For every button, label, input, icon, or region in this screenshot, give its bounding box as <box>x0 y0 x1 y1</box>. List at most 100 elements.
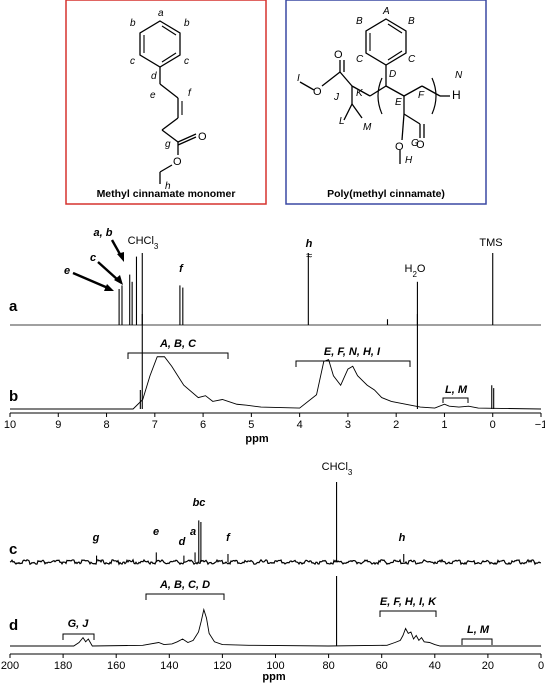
h1-annot-lm: L, M <box>445 384 468 396</box>
c13-annot-a: a <box>190 526 196 538</box>
c13-annot-h: h <box>399 532 406 544</box>
polymer-carbonyl-o-lower: O <box>416 139 425 151</box>
c13-bracket-lm <box>461 638 493 645</box>
c13-panel-label-d: d <box>9 617 18 634</box>
c13-curve-d <box>10 607 541 647</box>
c13-x-tick-label: 120 <box>213 660 231 672</box>
h1-bracket-abc <box>127 352 229 359</box>
c13-x-tick-label: 160 <box>107 660 125 672</box>
c13-annot-lm: L, M <box>467 624 490 636</box>
h1-x-tick-label: 9 <box>55 419 61 431</box>
h1-bracket-efnhi <box>295 360 411 367</box>
polymer-carbonyl-o-left: O <box>334 49 343 61</box>
c13-annot-e: e <box>153 526 159 538</box>
h1-bracket-lm <box>442 397 469 403</box>
c13-x-tick-label: 80 <box>322 660 334 672</box>
c13-x-tick-label: 40 <box>429 660 441 672</box>
h1-annot-chcl3: CHCl3 <box>128 235 159 251</box>
monomer-ester-o: O <box>173 156 182 168</box>
h1-x-tick-label: 1 <box>441 419 447 431</box>
c13-x-tick-label: 100 <box>266 660 284 672</box>
c13-annot-gj: G, J <box>68 618 90 630</box>
monomer-label-a: a <box>158 8 164 19</box>
polymer-frame <box>285 0 487 205</box>
monomer-label-b: b <box>130 18 136 29</box>
c13-annot-efhik: E, F, H, I, K <box>380 596 437 608</box>
monomer-label-f: f <box>188 88 192 99</box>
h1-annot-ab: a, b <box>94 227 113 239</box>
h1-annot-abc: A, B, C <box>159 338 197 350</box>
h1-x-tick-label: 4 <box>297 419 303 431</box>
h1-x-tick-label: 3 <box>345 419 351 431</box>
polymer-structure: O O O O H A B B C C D E F G H I J K L M … <box>285 0 487 205</box>
h1-x-tick-label: 10 <box>4 419 16 431</box>
c13-annot-abcd: A, B, C, D <box>159 579 210 591</box>
h1-annot-tms: TMS <box>479 237 502 249</box>
polymer-label-M: M <box>363 122 372 133</box>
monomer-label-g: g <box>165 139 171 150</box>
monomer-label-c: c <box>130 56 135 67</box>
h1-arrow-e <box>72 271 109 290</box>
h1-arrowhead-ab <box>117 252 124 262</box>
h1-annot-e: e <box>64 265 70 277</box>
h1-annot-c: c <box>90 252 96 264</box>
c13-x-tick-label: 200 <box>1 660 19 672</box>
h1-annot-f: f <box>179 263 184 275</box>
c13-x-tick-label: 140 <box>160 660 178 672</box>
h1-arrowhead-e <box>104 284 114 291</box>
h1-xlabel: ppm <box>245 433 268 445</box>
h1-x-tick-label: 7 <box>152 419 158 431</box>
polymer-label-D: D <box>389 69 396 80</box>
h1-arrowhead-c <box>114 275 123 285</box>
c13-xlabel: ppm <box>262 671 285 683</box>
c13-annot-f: f <box>226 532 231 544</box>
polymer-ester-o-lower: O <box>395 141 404 153</box>
h1-x-tick-label: 8 <box>103 419 109 431</box>
h1-annot-h2o: H2O <box>405 263 426 279</box>
c13-bracket-efhik <box>379 610 437 617</box>
monomer-frame <box>65 0 267 205</box>
monomer-label-d: d <box>151 71 157 82</box>
monomer-label-e: e <box>150 90 156 101</box>
polymer-label-C: C <box>408 54 416 65</box>
c13-x-tick-label: 0 <box>538 660 544 672</box>
c13-panel-label-c: c <box>9 541 17 558</box>
c13-x-tick-label: 180 <box>54 660 72 672</box>
polymer-label-N: N <box>455 70 463 81</box>
monomer-label-h: h <box>165 181 171 192</box>
c13-x-tick-label: 20 <box>482 660 494 672</box>
monomer-structure: O O a b b c c d e f g h Methyl cinnamate… <box>65 0 267 205</box>
monomer-benzene-ring <box>139 20 181 68</box>
monomer-carbonyl-o: O <box>198 131 207 143</box>
polymer-label-A: A <box>382 6 390 17</box>
c13-x-tick-label: 60 <box>376 660 388 672</box>
c13-annot-bc: bc <box>193 497 206 509</box>
polymer-label-C: C <box>356 54 364 65</box>
polymer-ester-o-left: O <box>313 86 322 98</box>
h1-break-icon: ≈ <box>306 250 312 262</box>
h1-panel-label-b: b <box>9 388 18 405</box>
h1-annot-efnhi: E, F, N, H, I <box>324 346 381 358</box>
c13-annot-g: g <box>92 532 100 544</box>
polymer-label-F: F <box>418 90 425 101</box>
c13-bracket-abcd <box>145 593 225 600</box>
c13-bracket-gj <box>62 633 95 640</box>
c13-annot-chcl3: CHCl3 <box>322 461 353 477</box>
c13-series-layer <box>9 482 542 647</box>
c13-baseline-c <box>9 558 542 566</box>
monomer-label-b: b <box>184 18 190 29</box>
h1-arrow-c <box>97 261 119 281</box>
polymer-label-J: J <box>333 92 340 103</box>
h1-panel-label-a: a <box>9 298 18 315</box>
polymer-label-H: H <box>405 155 413 166</box>
polymer-benzene-ring <box>365 18 407 66</box>
monomer-label-c: c <box>184 56 189 67</box>
monomer-caption: Methyl cinnamate monomer <box>97 188 236 200</box>
polymer-label-K: K <box>356 88 364 99</box>
polymer-label-E: E <box>395 97 402 108</box>
polymer-label-B: B <box>408 16 415 27</box>
c13-annot-d: d <box>179 536 186 548</box>
